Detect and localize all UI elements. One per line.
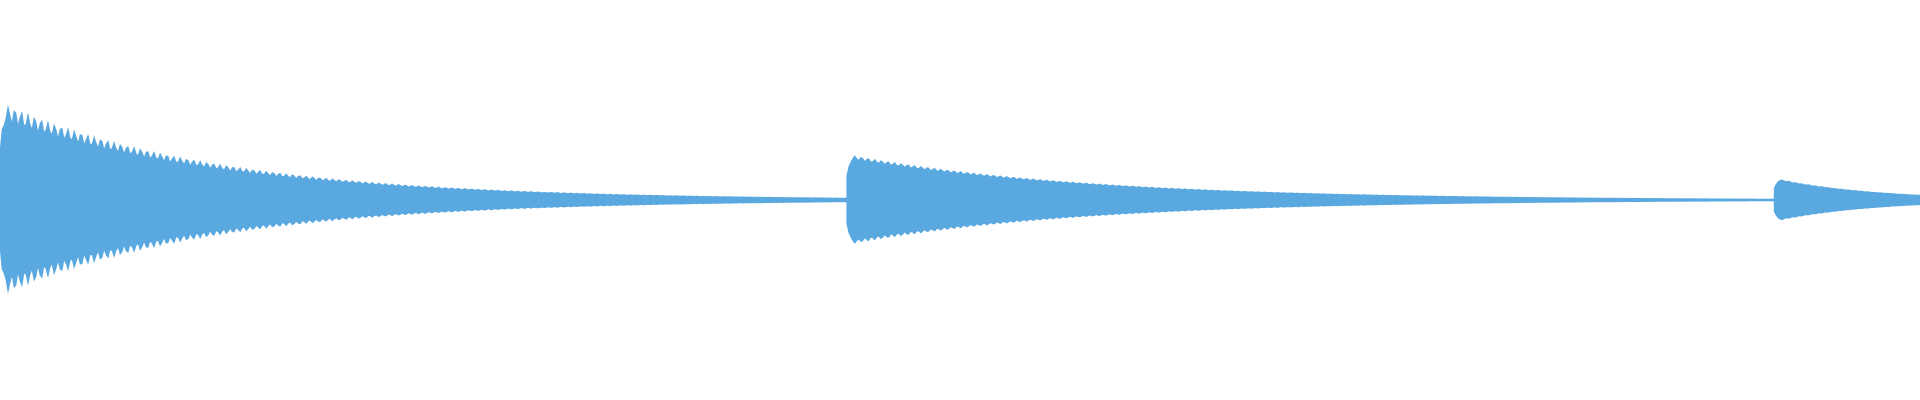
waveform-segment-1 [0, 105, 847, 293]
